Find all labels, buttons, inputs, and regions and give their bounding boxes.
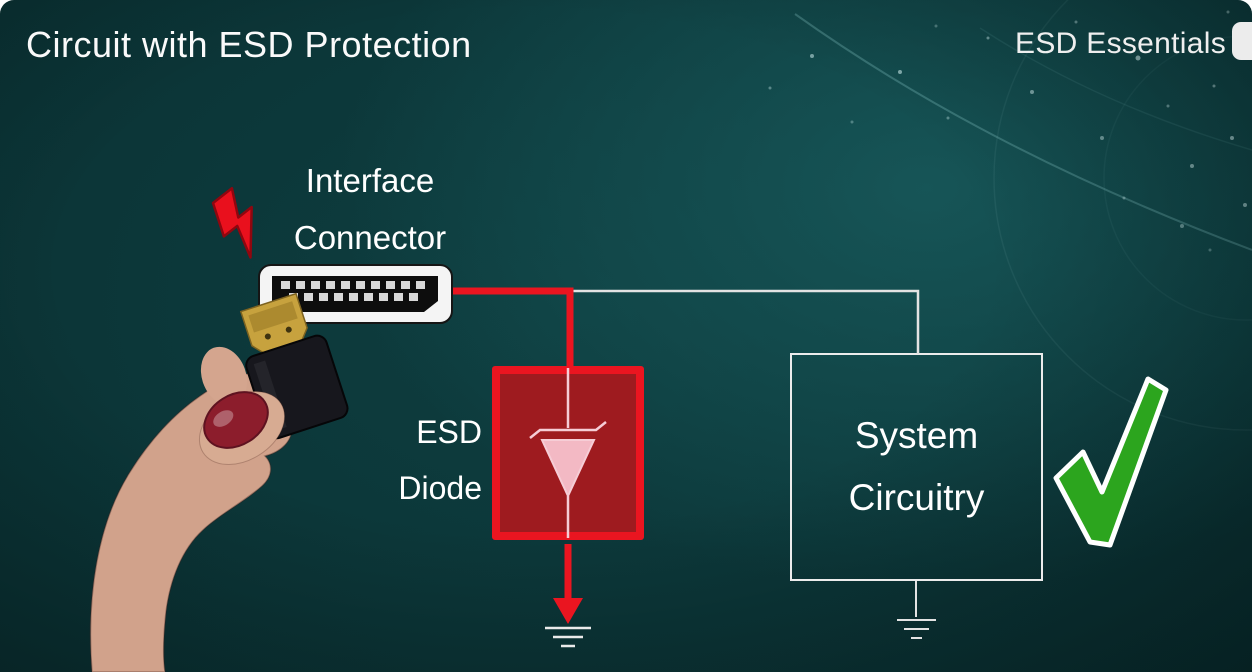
thumb [198, 391, 286, 465]
wire-to-system [570, 289, 920, 354]
hdmi-plug [239, 292, 349, 440]
discharge-arrow [553, 544, 583, 624]
interface-connector-label-line2: Connector [293, 219, 447, 256]
ground-icon [545, 626, 591, 648]
decor-circle [1103, 35, 1252, 321]
brand-logo-icon [1232, 22, 1252, 60]
system-circuitry-box: System Circuitry [790, 353, 1043, 581]
esd-diode-box [492, 366, 644, 540]
checkmark-icon [1053, 376, 1169, 548]
system-label-line1: System [854, 415, 979, 456]
hdmi-connector-icon [258, 264, 453, 324]
red-fingernail [203, 391, 269, 449]
ground-icon [897, 581, 936, 639]
hand-skin [89, 372, 293, 672]
esd-diode-label-line1: ESD [416, 414, 482, 450]
interface-connector-label-line1: Interface [305, 162, 435, 199]
index-finger [200, 346, 248, 406]
hand-holding-plug-photo [89, 292, 349, 672]
esd-current-wire [444, 287, 574, 372]
slide-title: Circuit with ESD Protection [26, 24, 472, 65]
system-label-line2: Circuitry [848, 477, 985, 518]
brand-text: ESD Essentials [1015, 27, 1226, 60]
esd-diode-label-line2: Diode [398, 470, 482, 506]
esd-diode-label: ESD Diode [378, 404, 482, 516]
interface-connector-label: Interface Connector [255, 152, 485, 266]
